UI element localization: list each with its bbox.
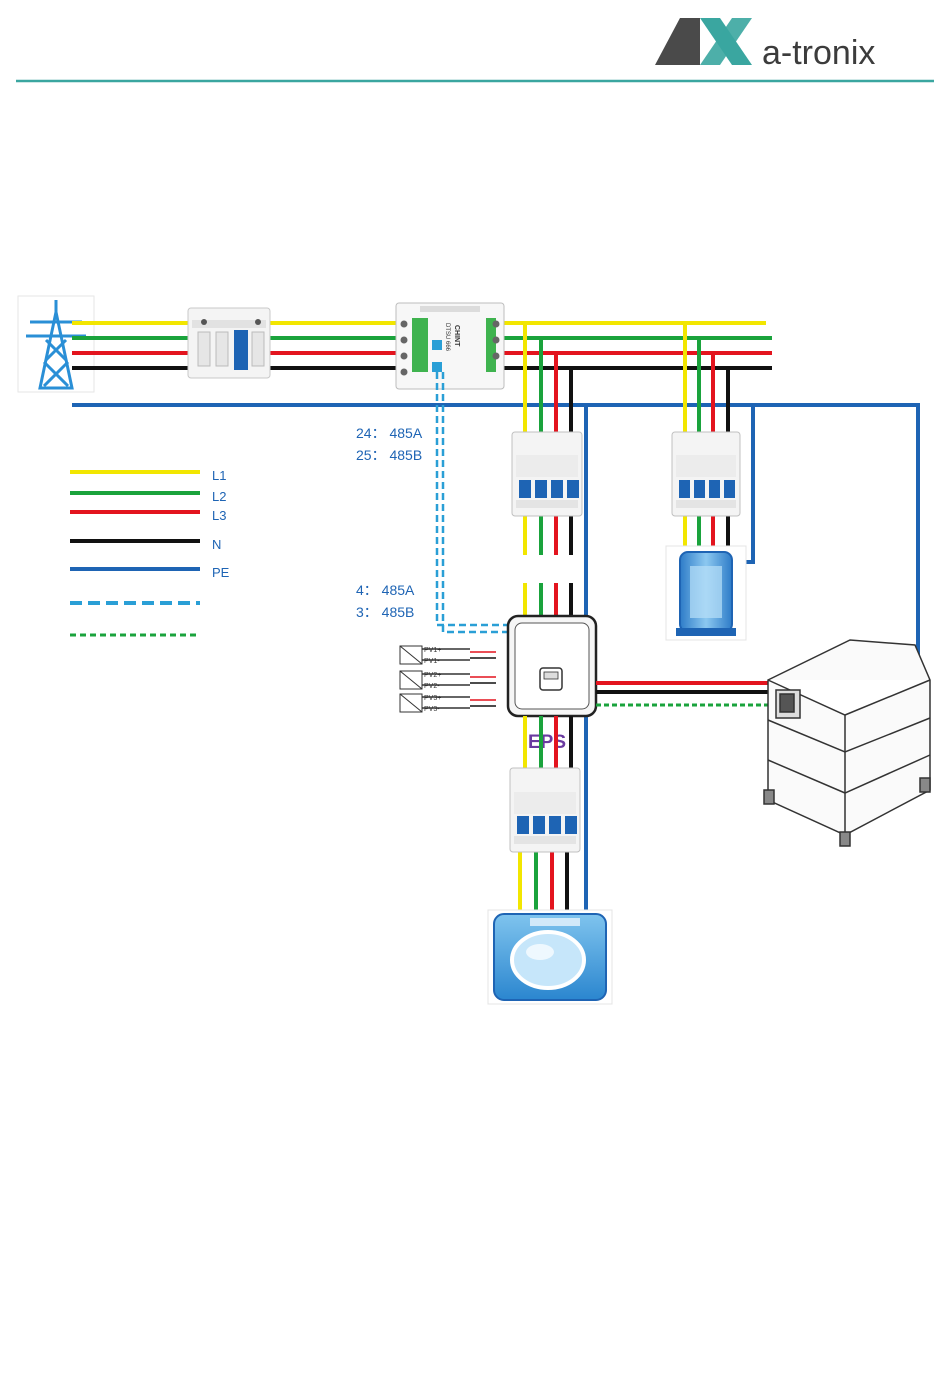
pv2-minus-label: PV2- [424, 683, 440, 690]
rs485-inverter-a-label: 4： 485A [356, 582, 415, 598]
pv-input-3: PV3+ PV3- [400, 694, 496, 713]
legend-label-l2: L2 [212, 489, 226, 504]
brand-logo: a-tronix [655, 18, 875, 72]
pv-input-1: PV1+ PV1- [400, 646, 496, 665]
rs485-cable [437, 372, 510, 632]
main-breaker-icon [188, 308, 270, 378]
meter-brand: CHINT [453, 325, 460, 347]
grid-tower-icon [18, 296, 94, 392]
pv-input-2: PV2+ PV2- [400, 671, 496, 690]
water-heater-icon [666, 546, 746, 640]
pv1-minus-label: PV1- [424, 658, 440, 665]
washing-machine-icon [488, 910, 612, 1004]
pv2-plus-label: PV2+ [424, 672, 441, 679]
pv3-plus-label: PV3+ [424, 695, 441, 702]
legend-label-l3: L3 [212, 508, 226, 523]
legend-label-l1: L1 [212, 468, 226, 483]
pv3-minus-label: PV3- [424, 706, 440, 713]
grid-breaker-icon [512, 432, 582, 516]
energy-meter: CHINT DTSU 666 [396, 303, 504, 389]
hybrid-inverter [508, 616, 596, 716]
eps-breaker-icon [510, 768, 580, 852]
pv-inputs: PV1+ PV1- PV2+ PV2- PV3+ PV3- [400, 646, 496, 713]
load-breaker-icon [672, 432, 740, 516]
meter-model: DTSU 666 [444, 323, 450, 352]
header: a-tronix [16, 18, 934, 81]
rs485-meter-a-label: 24： 485A [356, 425, 423, 441]
rs485-inverter-b-label: 3： 485B [356, 604, 414, 620]
legend-label-n: N [212, 537, 221, 552]
rs485-meter-b-label: 25： 485B [356, 447, 422, 463]
pv1-plus-label: PV1+ [424, 647, 441, 654]
legend-label-pe: PE [212, 565, 230, 580]
eps-label: EPS [528, 732, 566, 753]
battery-link [596, 683, 768, 705]
logo-text: a-tronix [762, 34, 875, 72]
battery-stack-icon [764, 640, 930, 846]
logo-mark-a [655, 18, 700, 65]
